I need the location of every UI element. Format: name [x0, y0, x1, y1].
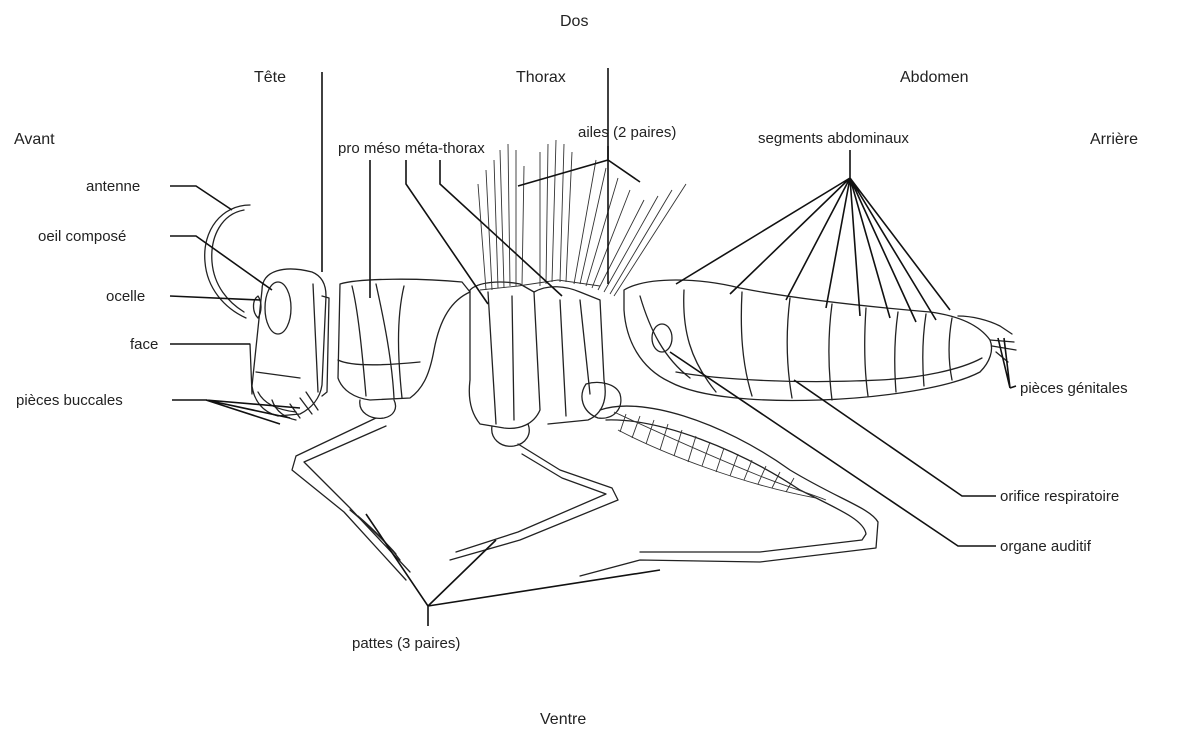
- genitalia-leader: [998, 338, 1016, 388]
- compound-eye-leader: [170, 236, 272, 290]
- hearing-organ-label: organe auditif: [1000, 538, 1092, 555]
- ocellus-leader: [170, 296, 260, 300]
- head-drawing: [250, 269, 329, 420]
- abdominal-segments-leader: [676, 150, 950, 322]
- hind-leg-drawing: [580, 406, 878, 576]
- antenna-label: antenne: [86, 178, 140, 195]
- mesothorax-leader: [406, 160, 488, 304]
- region-abdomen-label: Abdomen: [900, 69, 969, 86]
- wings-leader: [518, 146, 640, 186]
- pronotum-drawing: [338, 279, 470, 418]
- thorax-segments-label: pro méso méta-thorax: [338, 140, 485, 157]
- genitalia-label: pièces génitales: [1020, 380, 1128, 397]
- legs-leader: [366, 514, 660, 626]
- abdominal-segments-label: segments abdominaux: [758, 130, 909, 147]
- mouthparts-leader: [172, 400, 300, 424]
- wings-label: ailes (2 paires): [578, 124, 676, 141]
- antenna-drawing-inner: [212, 210, 244, 312]
- labels: Dos Ventre Avant Arrière Tête Thorax Abd…: [14, 13, 1138, 728]
- spiracle-leader: [794, 380, 996, 496]
- front-leg-drawing: [292, 418, 410, 580]
- spiracle-label: orifice respiratoire: [1000, 488, 1119, 505]
- legs-label: pattes (3 paires): [352, 635, 460, 652]
- orientation-top-label: Dos: [560, 13, 588, 30]
- compound-eye-label: oeil composé: [38, 228, 126, 245]
- orientation-right-label: Arrière: [1090, 131, 1138, 148]
- abdomen-drawing: [624, 280, 1016, 400]
- leader-lines: [170, 68, 1016, 626]
- insect-drawing: [205, 140, 1016, 580]
- mouthparts-label: pièces buccales: [16, 392, 123, 409]
- compound-eye-drawing: [265, 282, 291, 334]
- region-thorax-label: Thorax: [516, 69, 566, 86]
- face-label: face: [130, 336, 158, 353]
- thorax-drawing: [469, 282, 621, 446]
- orientation-bottom-label: Ventre: [540, 711, 586, 728]
- region-head-label: Tête: [254, 69, 286, 86]
- ocellus-label: ocelle: [106, 288, 145, 305]
- orientation-left-label: Avant: [14, 131, 55, 148]
- wings-drawing: [478, 140, 686, 296]
- middle-leg-drawing: [450, 444, 618, 560]
- antenna-leader: [170, 186, 232, 210]
